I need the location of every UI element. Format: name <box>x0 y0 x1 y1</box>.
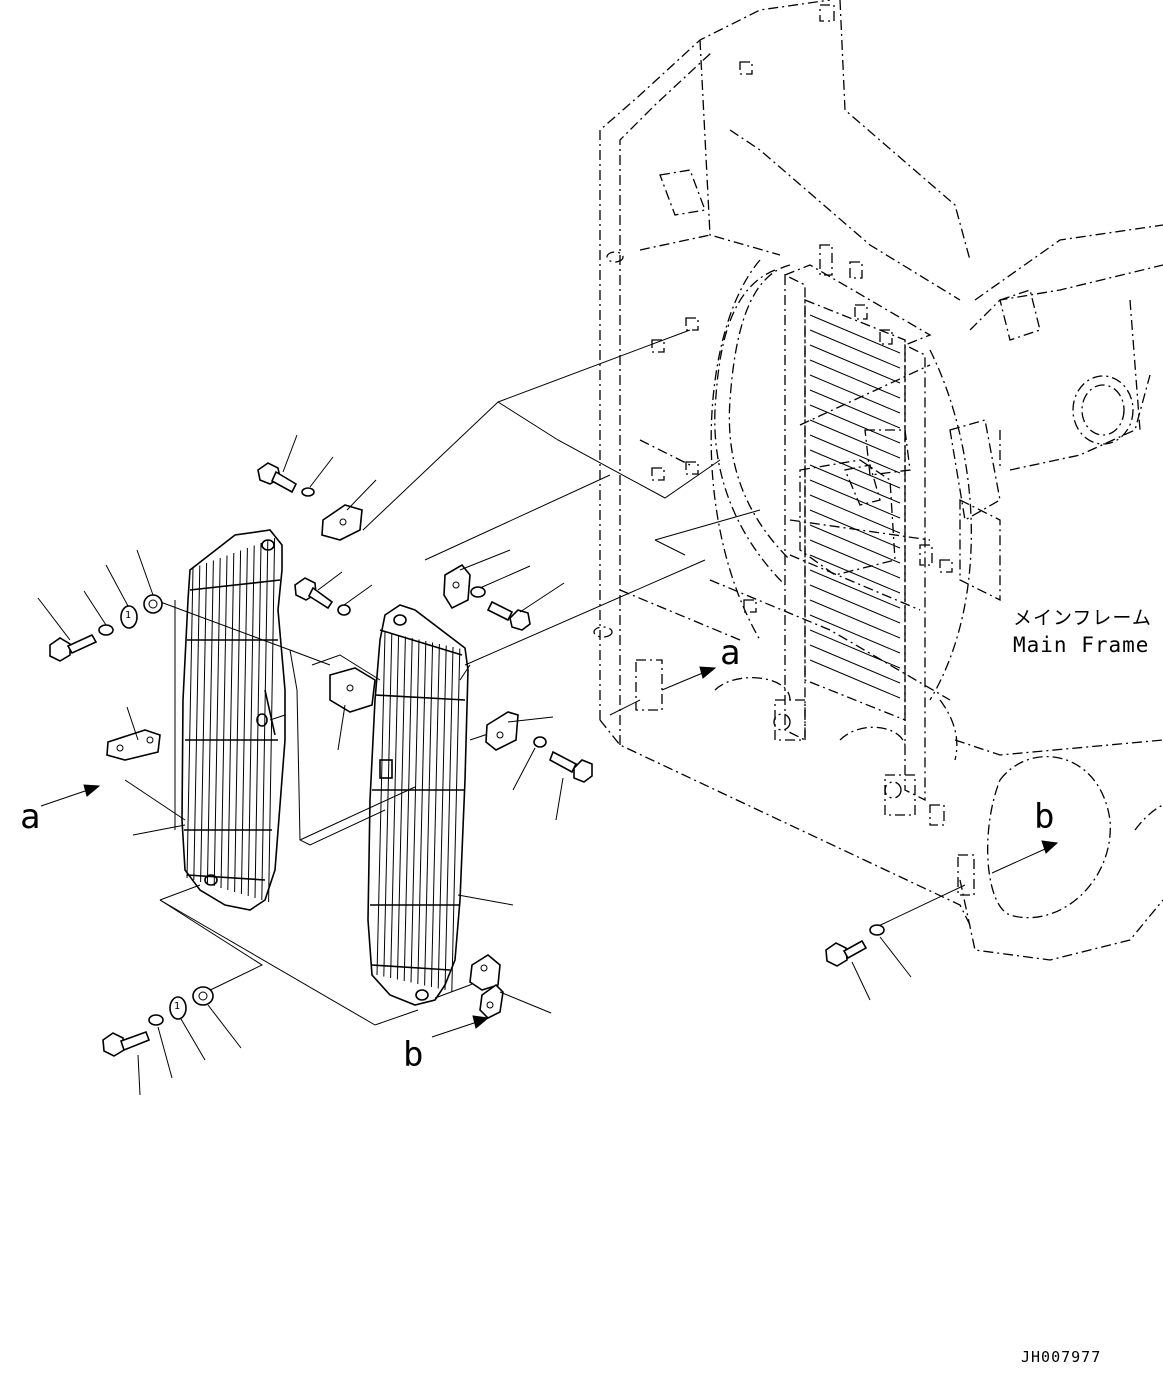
main-frame-label-jp: メインフレーム <box>1013 607 1152 629</box>
fin-line <box>809 524 901 564</box>
washer <box>869 924 885 936</box>
fin-line <box>213 557 221 887</box>
fin-line <box>254 542 262 899</box>
fin-line <box>809 629 901 669</box>
washer-mark: 1 <box>145 599 146 600</box>
bracket <box>469 954 501 991</box>
fin-line <box>809 569 901 609</box>
fin-line <box>809 389 901 429</box>
nut <box>192 986 214 1006</box>
fin-line <box>376 631 386 976</box>
fin-line <box>383 633 393 977</box>
washer <box>98 624 114 636</box>
fin-line <box>809 659 901 699</box>
bolt <box>549 750 593 783</box>
nut <box>143 594 163 614</box>
fin-line <box>809 374 901 414</box>
bolt <box>49 633 98 662</box>
fin-line <box>809 359 901 399</box>
washer <box>533 736 547 748</box>
fin-line <box>206 560 214 885</box>
fin-line <box>200 562 208 883</box>
washer-mark: 1 <box>174 1001 181 1012</box>
fin-line <box>809 539 901 579</box>
fin-line <box>234 550 242 893</box>
fin-line <box>809 329 901 369</box>
fin-line <box>444 646 454 991</box>
fin-line <box>809 509 901 549</box>
bracket <box>321 504 363 541</box>
arrow-b-right <box>1041 840 1059 854</box>
arrow-a-left <box>83 784 101 797</box>
fin-line <box>268 537 276 903</box>
fin-line <box>809 554 901 594</box>
fin-line <box>227 552 235 891</box>
fin-line <box>809 644 901 684</box>
fin-line <box>390 634 400 979</box>
main-frame-label-en: Main Frame <box>1013 633 1150 657</box>
fin-line <box>809 464 901 504</box>
washer <box>148 1014 164 1026</box>
grille-right-fins <box>376 631 461 992</box>
fin-line <box>437 645 447 989</box>
fin-line <box>186 567 194 879</box>
fin-line <box>809 419 901 459</box>
fin-line <box>809 344 901 384</box>
fin-line <box>809 449 901 489</box>
view-label-a-left: a <box>20 797 41 837</box>
grille-left-fins <box>186 537 276 903</box>
fin-line <box>809 494 901 534</box>
fin-line <box>451 648 461 992</box>
bolt <box>102 1030 151 1057</box>
washer <box>337 604 351 616</box>
fin-line <box>193 565 201 881</box>
bolt <box>294 577 334 610</box>
fin-line <box>240 547 248 895</box>
fin-line <box>809 404 901 444</box>
fin-line <box>220 555 228 889</box>
washer <box>470 586 486 598</box>
cooler-assembly <box>710 259 972 816</box>
radiator-core-fins <box>809 314 901 699</box>
bolt <box>486 600 531 631</box>
fin-line <box>396 636 406 980</box>
view-label-a-right: a <box>720 633 741 673</box>
view-label-b-right: b <box>1034 797 1055 837</box>
bolt <box>825 939 868 967</box>
fin-line <box>247 545 255 897</box>
view-arrows <box>40 666 1059 1038</box>
view-label-b-left: b <box>403 1035 424 1075</box>
fin-line <box>403 637 413 982</box>
spacer <box>169 996 187 1020</box>
bolt <box>257 462 298 494</box>
washer-mark: 1 <box>125 610 132 621</box>
spacer <box>120 605 138 629</box>
fin-line <box>261 540 269 901</box>
fin-line <box>424 642 434 986</box>
fin-line <box>410 639 420 983</box>
fin-line <box>809 479 901 519</box>
bracket <box>479 983 504 1019</box>
drawing-code: JH007977 <box>1021 1348 1102 1366</box>
assembly-lines <box>124 329 966 1026</box>
arrow-a-right <box>699 666 717 679</box>
leader-lines <box>37 434 912 1096</box>
washer <box>301 487 315 497</box>
fasteners <box>49 462 885 1057</box>
fin-line <box>417 640 427 985</box>
bracket <box>485 711 519 751</box>
fin-line <box>809 584 901 624</box>
fin-line <box>809 614 901 654</box>
main-frame-outline <box>593 0 1163 961</box>
bracket <box>443 563 471 610</box>
fin-line <box>809 314 901 354</box>
fin-line <box>809 434 901 474</box>
fin-line <box>809 599 901 639</box>
arrow-b-left <box>472 1015 490 1029</box>
bracket <box>106 729 161 761</box>
fin-line <box>430 643 440 988</box>
